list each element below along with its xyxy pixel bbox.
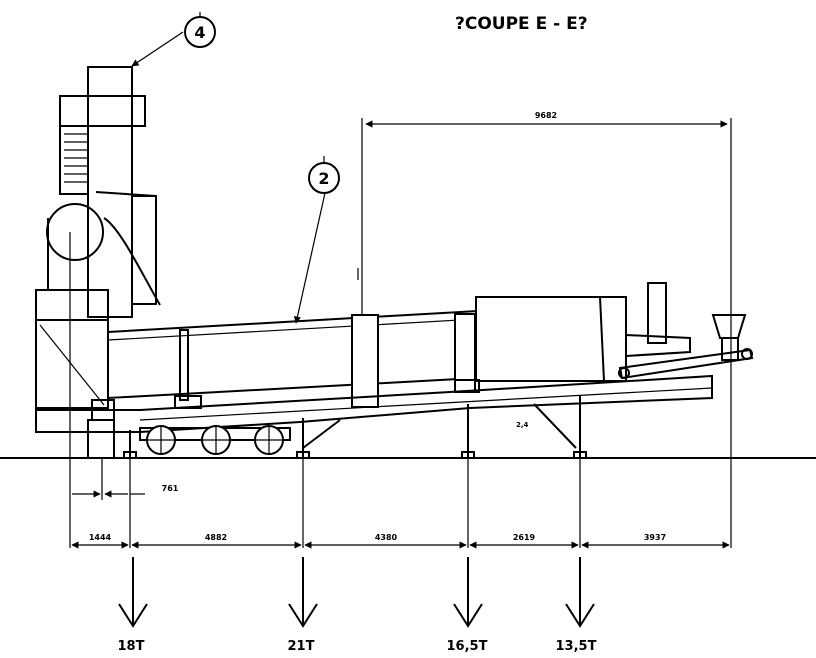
- offset-dimension: 761: [72, 484, 179, 498]
- bottom-dimension-chain: 1444 4882 4380 2619 3937: [71, 533, 730, 549]
- bogie-wheels: [139, 425, 291, 455]
- load-arrows: 18T 21T 16,5T 13,5T: [118, 557, 597, 654]
- svg-text:21T: 21T: [288, 639, 315, 654]
- dim-5: 3937: [644, 533, 666, 542]
- chassis-frame: 2,4: [35, 374, 713, 459]
- exhaust-stack: [35, 66, 161, 409]
- svg-text:18T: 18T: [118, 639, 145, 654]
- callout-2: 2: [293, 156, 340, 324]
- svg-text:761: 761: [162, 484, 179, 493]
- svg-text:16,5T: 16,5T: [447, 639, 488, 654]
- load-arrow-1: 18T: [118, 557, 148, 654]
- dim-2: 4882: [205, 533, 227, 542]
- extension-lines: [69, 232, 581, 548]
- dim-1: 1444: [89, 533, 112, 542]
- callout-4: 4: [131, 12, 216, 67]
- load-arrow-4: 13,5T: [556, 557, 597, 654]
- svg-text:13,5T: 13,5T: [556, 639, 597, 654]
- dim-3: 4380: [375, 533, 398, 542]
- top-dimension: 9682: [361, 111, 732, 548]
- rotary-drum: [107, 282, 754, 408]
- frame-note: 2,4: [516, 421, 529, 429]
- load-arrow-3: 16,5T: [447, 557, 488, 654]
- svg-text:9682: 9682: [535, 111, 557, 120]
- dim-4: 2619: [513, 533, 536, 542]
- load-arrow-2: 21T: [288, 557, 318, 654]
- svg-text:4: 4: [194, 23, 205, 42]
- svg-text:2: 2: [318, 169, 329, 188]
- section-title: ?COUPE E - E?: [455, 14, 588, 34]
